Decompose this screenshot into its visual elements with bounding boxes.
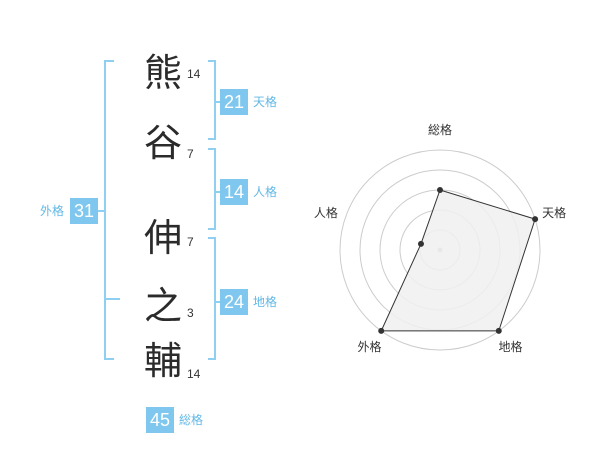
- tenkaku-value: 21: [220, 89, 248, 115]
- radar-axis-label-3: 地格: [499, 339, 523, 354]
- gaikaku-tick: [104, 298, 120, 300]
- name-char-1: 熊: [143, 51, 182, 95]
- tenkaku-bracket: [208, 60, 216, 140]
- tenkaku-label: 天格: [253, 95, 278, 109]
- radar-point-3: [495, 327, 502, 334]
- radar-axis-label-4: 外格: [357, 339, 381, 354]
- name-char-4: 之: [143, 284, 182, 328]
- gaikaku-label: 外格: [40, 204, 65, 218]
- jinkaku-label: 人格: [253, 185, 278, 199]
- gaikaku-connector: [98, 210, 104, 212]
- radar-axis-label-2: 天格: [542, 205, 566, 220]
- stroke-count-2: 7: [187, 147, 194, 161]
- radar-points: [378, 187, 539, 334]
- radar-axis-label-1: 総格: [428, 122, 452, 137]
- radar-point-4: [378, 327, 385, 334]
- radar-axis-label-5: 人格: [314, 205, 338, 220]
- gaikaku-value: 31: [70, 198, 98, 224]
- chikaku-bracket: [208, 237, 216, 360]
- jinkaku-bracket: [208, 148, 216, 230]
- soukaku-label: 総格: [179, 413, 204, 427]
- jinkaku-value: 14: [220, 179, 248, 205]
- chikaku-value: 24: [220, 289, 248, 315]
- radar-ring-5: [339, 149, 541, 351]
- stroke-count-4: 3: [187, 306, 194, 320]
- tenkaku-tick: [214, 101, 220, 103]
- chikaku-label: 地格: [253, 295, 278, 309]
- name-char-2: 谷: [143, 121, 182, 165]
- name-char-5: 輔: [143, 339, 182, 383]
- jinkaku-tick: [214, 191, 220, 193]
- gaikaku-bracket: [104, 60, 114, 360]
- soukaku-value: 45: [146, 407, 174, 433]
- radar-point-2: [532, 216, 539, 223]
- stroke-count-5: 14: [187, 367, 201, 381]
- radar-point-1: [437, 187, 443, 193]
- radar-point-5: [417, 240, 424, 247]
- stroke-count-3: 7: [187, 235, 194, 249]
- name-char-3: 伸: [143, 216, 182, 260]
- stroke-count-1: 14: [187, 67, 201, 81]
- radar-series-polygon: [380, 189, 536, 332]
- chikaku-tick: [214, 301, 220, 303]
